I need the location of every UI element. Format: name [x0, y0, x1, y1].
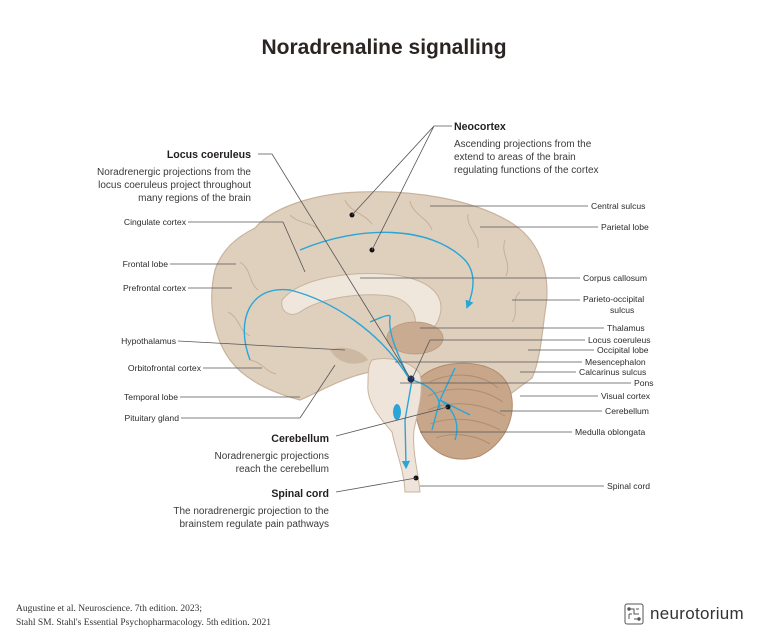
page-title: Noradrenaline signalling: [261, 36, 507, 59]
callout-heading: Spinal cord: [271, 488, 329, 500]
label-pons: Pons: [634, 378, 654, 388]
label-visual-cortex: Visual cortex: [601, 391, 651, 401]
callout-neocortex: Neocortex Ascending projections from the…: [454, 121, 599, 176]
callout-heading: Neocortex: [454, 121, 506, 133]
callout-line: Noradrenergic projections: [214, 451, 329, 462]
label-mesencephalon: Mesencephalon: [585, 357, 646, 367]
callout-line: reach the cerebellum: [236, 464, 329, 475]
left-labels: Cingulate cortex Frontal lobe Prefrontal…: [121, 217, 202, 423]
locus-coeruleus-leader: [258, 153, 411, 379]
label-parieto-occipital-sulcus: sulcus: [610, 305, 634, 315]
thalamus: [386, 321, 444, 355]
hypothalamus: [330, 347, 368, 364]
label-frontal-lobe: Frontal lobe: [123, 259, 169, 269]
neocortex-leader: [351, 125, 452, 251]
blue-nucleus: [393, 404, 401, 420]
cerebellum-leader: [335, 406, 449, 437]
brand-logo: neurotorium: [624, 603, 744, 625]
label-pituitary-gland: Pituitary gland: [125, 413, 180, 423]
label-cerebellum: Cerebellum: [605, 406, 649, 416]
label-locus-coeruleus: Locus coeruleus: [588, 335, 651, 345]
callout-line: extend to areas of the brain: [454, 152, 576, 163]
label-medulla-oblongata: Medulla oblongata: [575, 427, 645, 437]
callout-heading: Locus coeruleus: [167, 149, 251, 161]
callout-spinal-cord: Spinal cord The noradrenergic projection…: [173, 488, 329, 530]
label-thalamus: Thalamus: [607, 323, 645, 333]
neurotorium-logo-icon: [624, 603, 644, 625]
label-hypothalamus: Hypothalamus: [121, 336, 176, 346]
callout-line: brainstem regulate pain pathways: [179, 519, 329, 530]
brand-name: neurotorium: [650, 604, 745, 623]
label-parietal-lobe: Parietal lobe: [601, 222, 649, 232]
brainstem: [367, 358, 422, 493]
reference-2: Stahl SM. Stahl's Essential Psychopharma…: [16, 618, 271, 628]
label-cingulate-cortex: Cingulate cortex: [124, 217, 187, 227]
references: Augustine et al. Neuroscience. 7th editi…: [16, 602, 271, 630]
label-spinal-cord: Spinal cord: [607, 481, 650, 491]
callout-locus-coeruleus: Locus coeruleus Noradrenergic projection…: [97, 149, 251, 204]
callout-line: many regions of the brain: [138, 193, 251, 204]
callout-line: regulating functions of the cortex: [454, 165, 599, 176]
callout-line: locus coeruleus project throughout: [98, 180, 251, 191]
right-leaders: [360, 205, 631, 487]
right-labels: Central sulcus Parietal lobe Corpus call…: [575, 201, 654, 491]
label-orbitofrontal-cortex: Orbitofrontal cortex: [128, 363, 202, 373]
label-occipital-lobe: Occipital lobe: [597, 345, 649, 355]
callout-heading: Cerebellum: [271, 433, 329, 445]
reference-1: Augustine et al. Neuroscience. 7th editi…: [16, 604, 202, 614]
label-prefrontal-cortex: Prefrontal cortex: [123, 283, 187, 293]
spinal-cord-leader: [335, 477, 417, 493]
noradrenergic-projections: [243, 231, 474, 470]
callout-line: The noradrenergic projection to the: [173, 506, 329, 517]
cerebellum-folia: [427, 374, 506, 445]
callout-line: Noradrenergic projections from the: [97, 167, 251, 178]
callout-cerebellum: Cerebellum Noradrenergic projections rea…: [214, 433, 329, 475]
label-central-sulcus: Central sulcus: [591, 201, 645, 211]
label-parieto-occipital: Parieto-occipital: [583, 294, 644, 304]
label-calcarinus-sulcus: Calcarinus sulcus: [579, 367, 646, 377]
left-leaders: [170, 221, 346, 419]
callout-line: Ascending projections from the: [454, 139, 592, 150]
label-corpus-callosum: Corpus callosum: [583, 273, 647, 283]
label-temporal-lobe: Temporal lobe: [124, 392, 178, 402]
